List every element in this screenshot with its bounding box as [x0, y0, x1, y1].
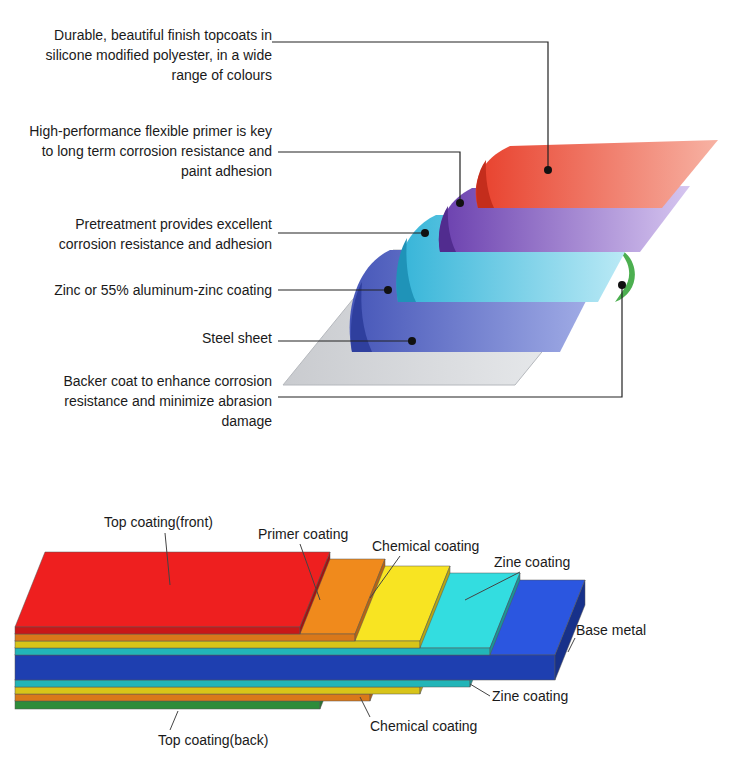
leader-lines — [272, 42, 622, 397]
callout-label: Zine coating — [492, 686, 568, 706]
callout-label: Steel sheet — [18, 328, 272, 348]
callout-label: Chemical coating — [372, 536, 479, 556]
leader-lines — [165, 533, 575, 730]
callout-label: High-performance flexible primer is key … — [18, 121, 272, 181]
callout-label: Zine coating — [494, 552, 570, 572]
callout-label: Durable, beautiful finish topcoats in si… — [18, 25, 272, 85]
callout-label: Chemical coating — [370, 716, 477, 736]
callout-label: Top coating(back) — [158, 730, 269, 750]
callout-label: Top coating(front) — [104, 512, 213, 532]
callout-label: Backer coat to enhance corrosion resista… — [18, 371, 272, 431]
callout-label: Pretreatment provides excellent corrosio… — [18, 214, 272, 254]
callout-label: Zinc or 55% aluminum-zinc coating — [18, 280, 272, 300]
layer-slab — [15, 552, 585, 709]
layer-sheets — [283, 140, 718, 385]
callout-label: Primer coating — [258, 524, 348, 544]
leader-dots — [384, 166, 626, 345]
callout-label: Base metal — [576, 620, 646, 640]
